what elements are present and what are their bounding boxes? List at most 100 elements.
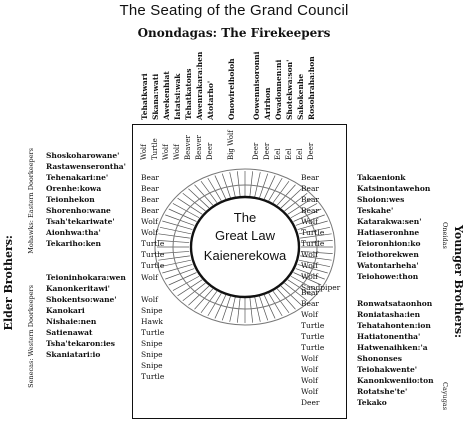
wheel-spoke xyxy=(287,197,313,215)
elder-clan: Bear xyxy=(141,206,160,215)
wheel-spoke xyxy=(263,294,276,319)
younger-name: Takaenionk xyxy=(357,173,406,182)
wheel-spoke xyxy=(207,293,222,317)
wheel-spoke xyxy=(259,296,269,321)
elder-clan: Turtle xyxy=(141,261,165,270)
elder-name: Kanokari xyxy=(46,306,85,315)
wheel-spoke xyxy=(272,290,290,314)
younger-clan: Wolf xyxy=(301,376,318,385)
onondaga-name: Sakokenhe xyxy=(296,73,305,120)
elder-name: Satienawat xyxy=(46,328,93,337)
center-line2: Great Law xyxy=(215,228,275,243)
wheel-spoke xyxy=(249,297,254,323)
wheel-spoke xyxy=(284,282,308,302)
onondaga-name: Owadonnen:ni xyxy=(274,59,283,120)
younger-name: Ronwatsataonhon xyxy=(357,299,433,308)
younger-name: Roniatasha:ien xyxy=(357,310,421,319)
younger-clan: Wolf xyxy=(301,310,318,319)
wheel-spoke xyxy=(268,177,283,201)
onondaga-name: Tehatkatons xyxy=(184,68,193,120)
younger-clan: Wolf xyxy=(301,217,318,226)
onondaga-name: Rosohraha:hon xyxy=(307,56,316,120)
elder-clan: Snipe xyxy=(141,306,163,315)
elder-clan: Bear xyxy=(141,195,160,204)
wheel-spoke xyxy=(236,297,241,323)
onondaga-name: Shotekwa:son' xyxy=(285,59,294,120)
elder-clan: Turtle xyxy=(141,239,165,248)
great-law-wheel xyxy=(154,168,336,326)
wheel-spoke xyxy=(284,192,308,212)
wheel-spoke xyxy=(272,180,290,204)
younger-name: Teiohowe:thon xyxy=(357,272,419,281)
wheel-spoke xyxy=(182,282,206,302)
elder-clan: Hawk xyxy=(141,317,163,326)
wheel-spoke xyxy=(276,288,296,310)
elder-brothers-label: Elder Brothers: xyxy=(2,235,15,331)
wheel-spoke xyxy=(280,188,302,209)
younger-clan: Turtle xyxy=(301,239,325,248)
elder-clan: Snipe xyxy=(141,339,163,348)
elder-clan: Snipe xyxy=(141,350,163,359)
wheel-spoke xyxy=(200,180,218,204)
younger-name: Hatiaseronhne xyxy=(357,228,420,237)
diagram-title: The Seating of the Grand Council xyxy=(119,2,349,19)
younger-name: Teioronhion:ko xyxy=(357,239,421,248)
wheel-spoke xyxy=(249,171,254,197)
elder-name: Orenhe:kowa xyxy=(46,184,102,193)
center-line3: Kaienerekowa xyxy=(203,248,287,263)
elder-name: Tsah'tekariwate' xyxy=(46,217,115,226)
younger-clan: Bear xyxy=(301,299,320,308)
wheel-spoke xyxy=(214,294,227,319)
elder-name: Teionhekon xyxy=(46,195,95,204)
wheel-spoke xyxy=(221,296,231,321)
younger-clan: Turtle xyxy=(301,321,325,330)
younger-clan: Wolf xyxy=(301,272,318,281)
elder-clan: Bear xyxy=(141,184,160,193)
younger-clan: Turtle xyxy=(301,332,325,341)
onondaga-name: Skana:wati xyxy=(151,73,160,120)
younger-name: Watontarheha' xyxy=(357,261,419,270)
younger-clan: Wolf xyxy=(301,365,318,374)
onondaga-name: Awekenhiat xyxy=(162,71,171,120)
younger-name: Shoion:wes xyxy=(357,195,405,204)
wheel-spoke xyxy=(229,172,236,197)
elder-clan: Turtle xyxy=(141,328,165,337)
onondaga-name: Atotarho' xyxy=(206,80,215,120)
elder-clan: Turtle xyxy=(141,250,165,259)
younger-clan: Wolf xyxy=(301,354,318,363)
elder-name: Teioninhokara:wen xyxy=(46,273,126,282)
younger-clan: Wolf xyxy=(301,261,318,270)
onondaga-name: Iatatsi:wak xyxy=(173,73,182,120)
younger-clan: Bear xyxy=(301,206,320,215)
wheel-spoke xyxy=(188,285,210,306)
younger-clan: Wolf xyxy=(301,250,318,259)
younger-clan: Turtle xyxy=(301,228,325,237)
wheel-spoke xyxy=(207,177,222,201)
council-frame xyxy=(132,124,347,419)
center-line1: The xyxy=(233,210,257,225)
wheel-spoke xyxy=(276,184,296,206)
elder-clan: Turtle xyxy=(141,372,165,381)
elder-name: Aionhwa:tha' xyxy=(46,228,101,237)
onondaga-name: Oowennisoronni xyxy=(252,51,261,120)
younger-name: Katsinontawehon xyxy=(357,184,431,193)
younger-brothers-label: Younger Brothers: xyxy=(452,225,465,339)
elder-clan: Bear xyxy=(141,173,160,182)
wheel-spoke xyxy=(182,192,206,212)
younger-clan: Deer xyxy=(301,398,320,407)
younger-clan: Sandpiper xyxy=(301,283,341,292)
younger-name: Teskahe' xyxy=(357,206,394,215)
younger-name: Rotatshe'te' xyxy=(357,387,408,396)
elder-name: Skaniatari:io xyxy=(46,350,101,359)
younger-clan: Turtle xyxy=(301,343,325,352)
wheel-spoke xyxy=(200,290,218,314)
senecas-label: Senecas: Western Doorkeepers xyxy=(27,285,35,388)
oneidas-label: Oneidas xyxy=(441,222,449,249)
younger-name: Katarakwa:sen' xyxy=(357,217,422,226)
wheel-spoke xyxy=(229,297,236,322)
onondagas-subtitle: Onondagas: The Firekeepers xyxy=(137,26,331,40)
wheel-spoke xyxy=(194,184,214,206)
younger-clan: Wolf xyxy=(301,387,318,396)
younger-name: Tehatahonten:ion xyxy=(357,321,431,330)
wheel-spoke xyxy=(254,297,261,322)
